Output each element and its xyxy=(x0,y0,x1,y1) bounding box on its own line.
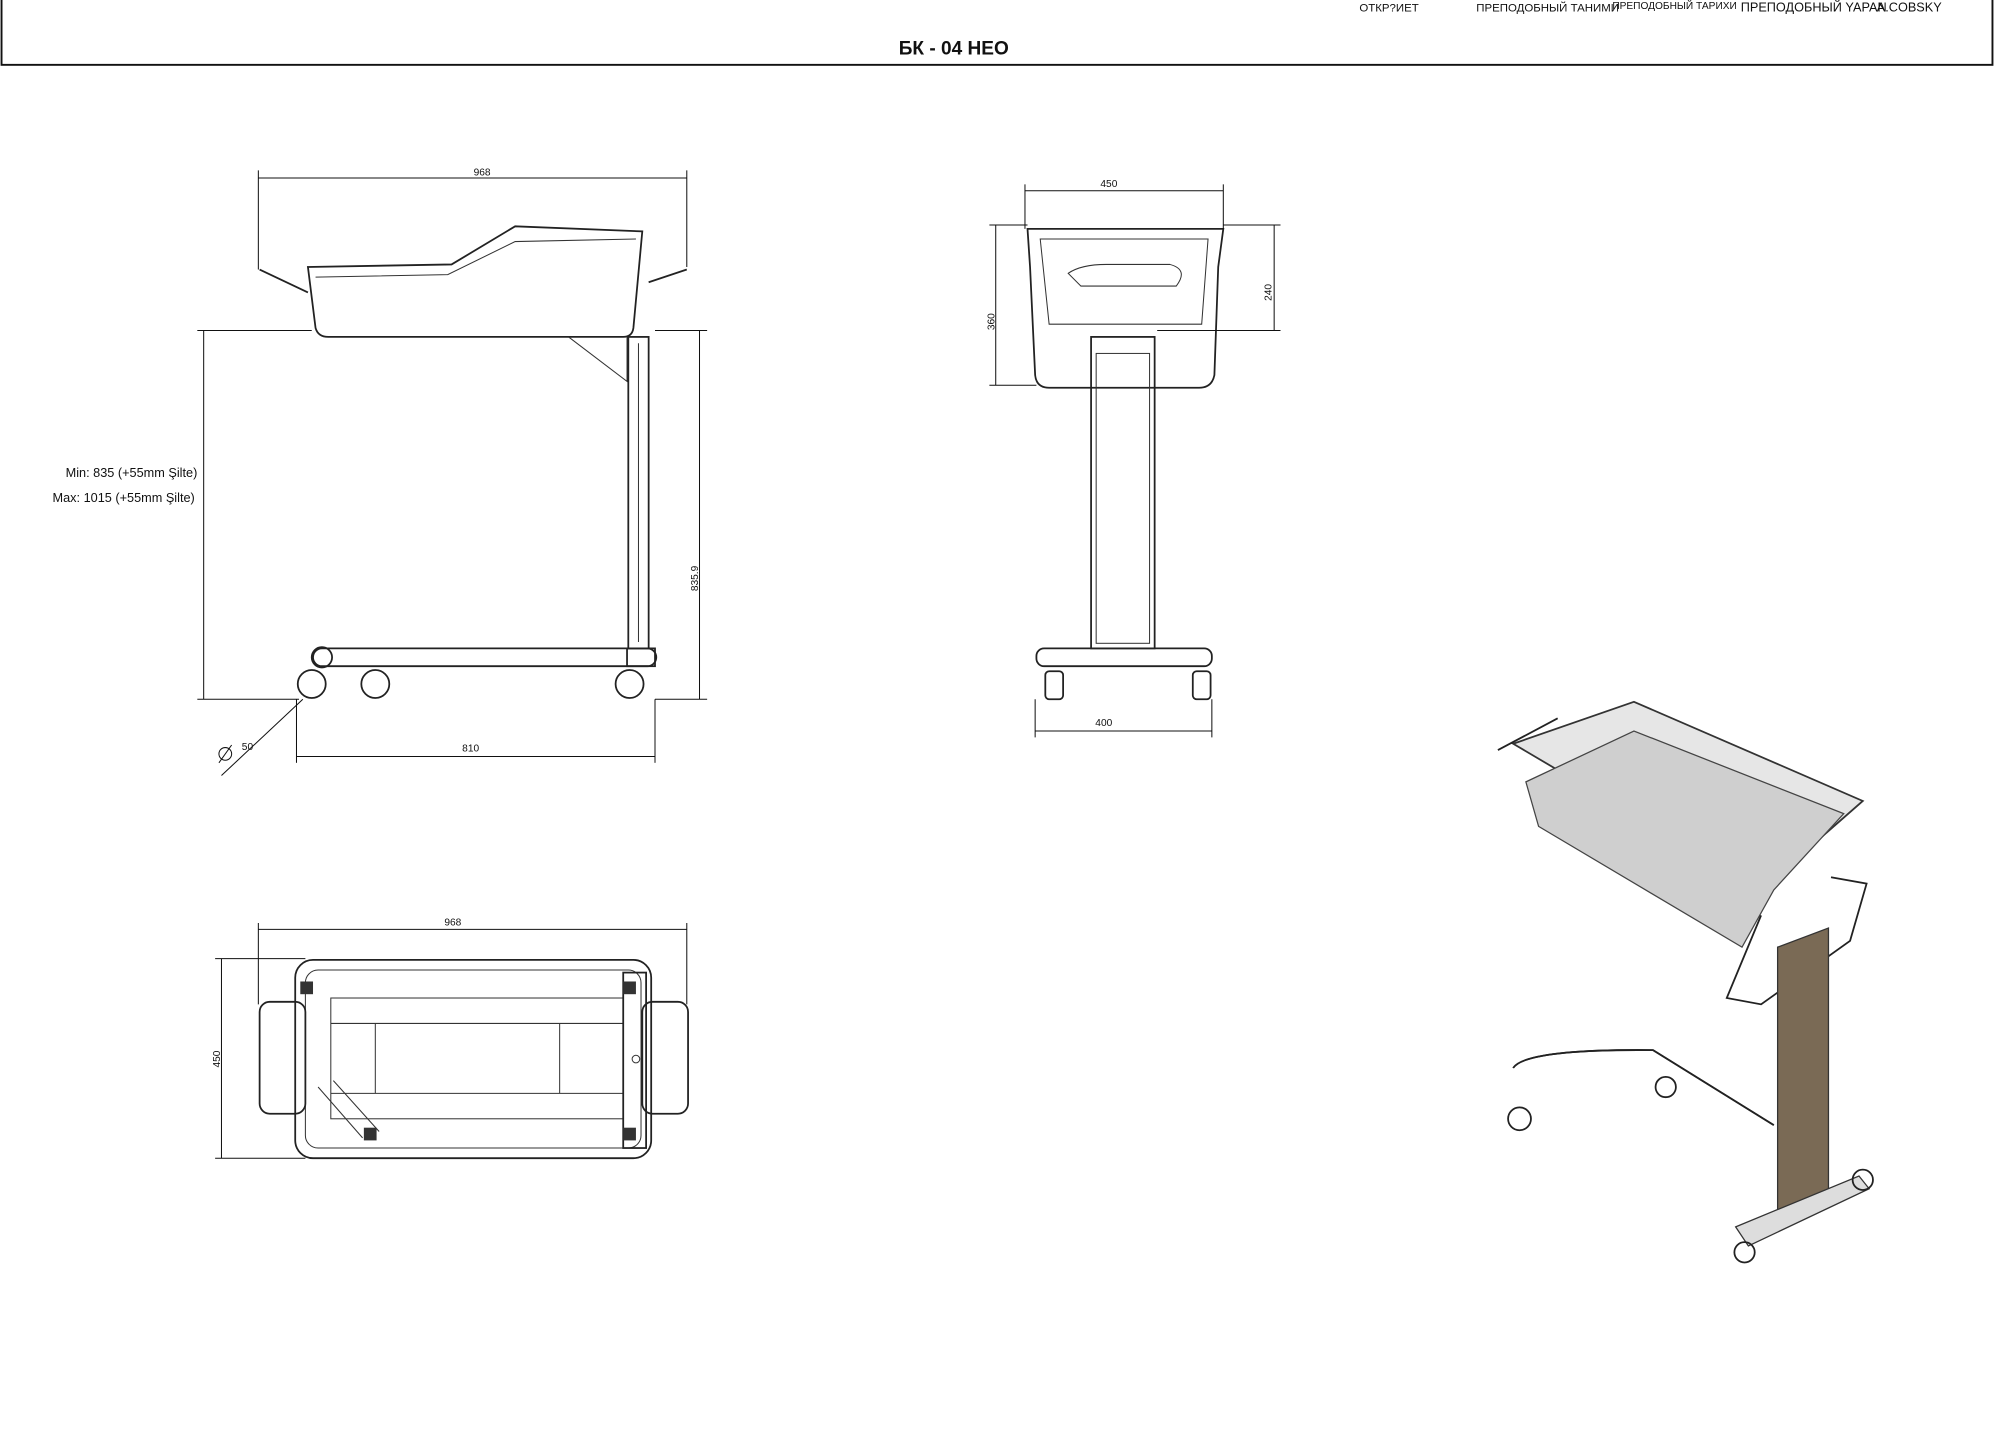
side-width-dim: 968 xyxy=(474,167,491,178)
height-max-label: Max: 1015 (+55mm Şilte) xyxy=(53,490,195,505)
front-base-dim: 400 xyxy=(1095,718,1112,729)
field-5: A.COBSKY xyxy=(1877,0,1942,14)
front-basket-height-dim: 360 xyxy=(986,313,997,330)
front-width-dim: 450 xyxy=(1100,179,1117,190)
field-2: ПРЕПОДОБНЫЙ ТАНИМИ xyxy=(1476,1,1619,14)
field-4: ПРЕПОДОБНЫЙ YAPAN xyxy=(1741,0,1887,14)
front-view: 450 360 240 400 xyxy=(986,179,1281,738)
top-length-dim: 968 xyxy=(444,918,461,929)
wheel-dim: 50 xyxy=(242,742,254,753)
side-base-dim: 810 xyxy=(462,743,479,754)
field-1: ОТКР?ИЕТ xyxy=(1359,2,1418,14)
side-height-dim: 835.9 xyxy=(690,565,701,591)
top-width-dim: 450 xyxy=(212,1050,223,1067)
top-view: 968 450 xyxy=(212,918,689,1160)
front-depth-dim: 240 xyxy=(1264,284,1275,301)
side-view: 968 Min: 835 (+55mm Şilte) Max: 1015 (+5… xyxy=(53,167,708,776)
isometric-view xyxy=(1497,700,1874,1264)
height-min-label: Min: 835 (+55mm Şilte) xyxy=(66,465,198,480)
title-block-frame xyxy=(0,0,1994,66)
field-3: ПРЕПОДОБНЫЙ ТАРИХИ xyxy=(1612,0,1737,12)
drawing-title: БК - 04 НЕО xyxy=(899,39,1009,60)
